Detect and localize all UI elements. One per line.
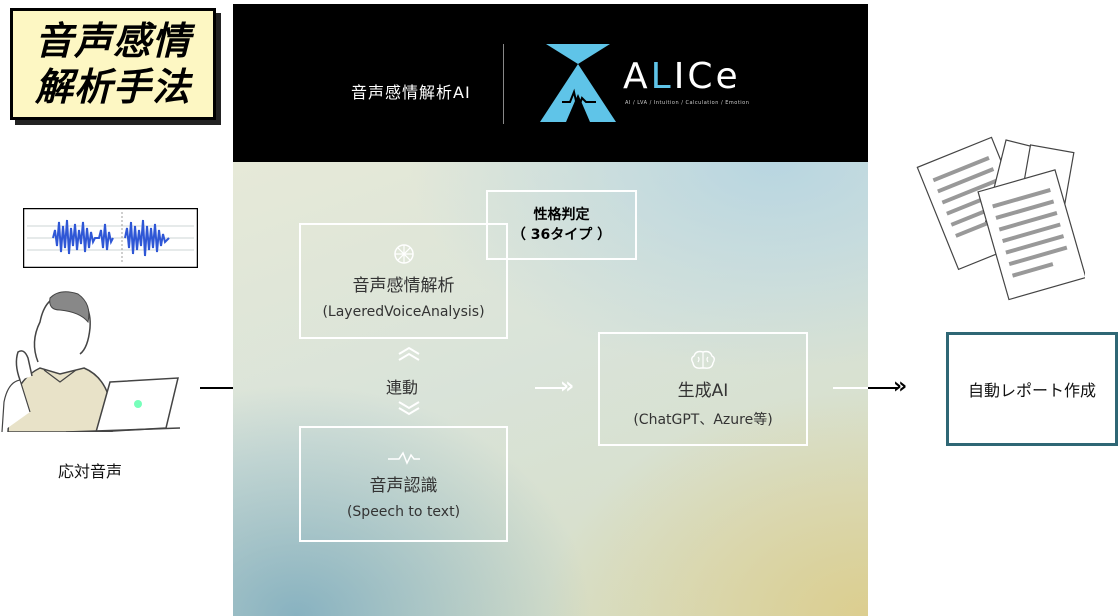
logo-subtitle: AI / LVA / Intuition / Calculation / Emo… bbox=[625, 100, 750, 106]
documents-icon bbox=[915, 128, 1087, 308]
arrow-speaker-to-panel bbox=[200, 387, 262, 389]
header-divider bbox=[503, 44, 504, 124]
auto-report-box: 自動レポート作成 bbox=[946, 332, 1118, 446]
arrow-to-genai bbox=[535, 387, 565, 389]
alice-panel: 音声感情解析AI ALICe AI / LVA / Intuition / Ca… bbox=[233, 4, 868, 616]
arrow-to-genai-head: » bbox=[560, 374, 575, 399]
alice-logo-text: ALICe bbox=[623, 56, 741, 97]
title-badge: 音声感情 解析手法 bbox=[10, 8, 216, 120]
analysis-subtitle: (LayeredVoiceAnalysis) bbox=[322, 303, 485, 320]
voice-emotion-analysis-box: 音声感情解析 (LayeredVoiceAnalysis) bbox=[299, 223, 508, 339]
generative-ai-box: 生成AI (ChatGPT、Azure等) bbox=[598, 332, 808, 446]
link-label: 連動 bbox=[386, 378, 419, 397]
title-line-1: 音声感情 bbox=[34, 19, 191, 63]
logo-letter-a: A bbox=[623, 56, 651, 97]
alice-logo-mark-icon bbox=[538, 42, 618, 128]
speech-subtitle: (Speech to text) bbox=[346, 503, 461, 520]
speaker-audio-label: 応対音声 bbox=[58, 462, 123, 481]
panel-header: 音声感情解析AI ALICe AI / LVA / Intuition / Ca… bbox=[233, 4, 868, 162]
pulse-icon bbox=[387, 450, 420, 465]
header-label: 音声感情解析AI bbox=[351, 83, 471, 102]
arrow-genai-to-report-panel bbox=[833, 387, 868, 389]
arrow-genai-to-report bbox=[868, 387, 898, 389]
wheel-icon bbox=[393, 243, 414, 264]
type-line-2: （ 36タイプ ） bbox=[511, 227, 612, 243]
logo-letters-rest: ICe bbox=[673, 56, 741, 97]
logo-letter-l: L bbox=[650, 56, 674, 97]
chevron-down-icon bbox=[396, 400, 422, 420]
type-line-1: 性格判定 bbox=[533, 207, 590, 223]
person-laptop-icon bbox=[0, 282, 185, 433]
speech-title: 音声認識 bbox=[369, 475, 438, 496]
brain-icon bbox=[691, 350, 715, 369]
personality-type-box: 性格判定 （ 36タイプ ） bbox=[486, 190, 637, 260]
title-line-2: 解析手法 bbox=[34, 65, 191, 109]
analysis-title: 音声感情解析 bbox=[352, 275, 455, 296]
chevron-up-icon bbox=[396, 346, 422, 366]
speech-recognition-box: 音声認識 (Speech to text) bbox=[299, 426, 508, 542]
genai-subtitle: (ChatGPT、Azure等) bbox=[633, 411, 773, 428]
genai-title: 生成AI bbox=[677, 380, 729, 401]
arrow-genai-to-report-head: » bbox=[893, 374, 908, 399]
waveform-icon bbox=[22, 207, 199, 269]
